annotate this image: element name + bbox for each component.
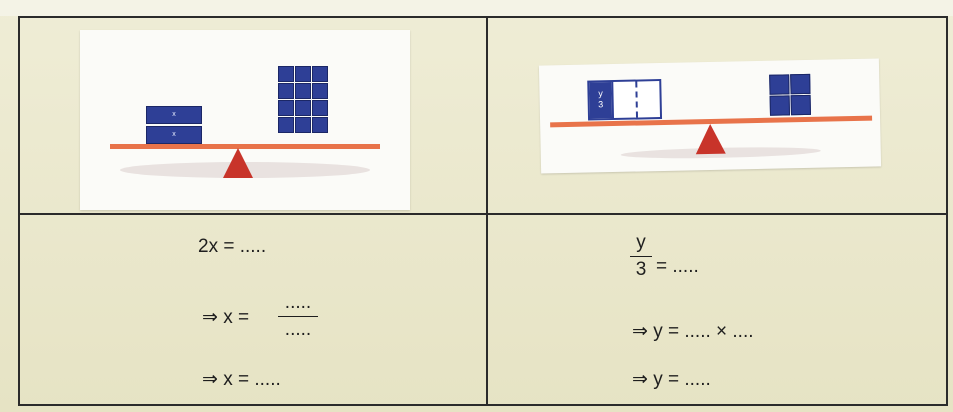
- block-divider: [611, 82, 614, 118]
- fraction-numerator: y: [636, 232, 646, 253]
- unit-square: [278, 117, 294, 133]
- right-equation-1-fraction: y 3: [630, 232, 652, 281]
- unit-square: [278, 83, 294, 99]
- unit-square: [790, 74, 810, 94]
- fraction-bar: [630, 256, 652, 257]
- unit-square: [295, 100, 311, 116]
- scale-fulcrum: [223, 148, 253, 178]
- balance-scale-right-illustration: y 3: [539, 58, 881, 173]
- unit-square: [278, 66, 294, 82]
- table-row-divider: [18, 213, 948, 215]
- unit-square: [312, 100, 328, 116]
- balance-scale-left-illustration: x x: [80, 30, 410, 210]
- fraction-bar: [278, 316, 318, 317]
- right-equation-3: ⇒ y = .....: [632, 368, 711, 391]
- left-equation-2-prefix: ⇒ x =: [202, 306, 249, 329]
- y-third-filled: y 3: [589, 82, 612, 118]
- table-column-divider: [486, 16, 488, 406]
- scale-fulcrum: [695, 124, 726, 155]
- unit-square: [295, 66, 311, 82]
- block-dashed-divider: [635, 82, 638, 118]
- x-block: x: [146, 106, 202, 124]
- unit-square: [312, 66, 328, 82]
- page-top-strip: [0, 0, 953, 16]
- right-equation-1-suffix: = .....: [656, 256, 699, 278]
- fraction-numerator: .....: [285, 292, 311, 313]
- x-block: x: [146, 126, 202, 144]
- y-over-3-block: y 3: [587, 79, 662, 121]
- unit-square: [769, 74, 789, 94]
- fraction-denominator: .....: [285, 319, 311, 340]
- left-equation-3: ⇒ x = .....: [202, 368, 281, 391]
- unit-square: [312, 117, 328, 133]
- left-equation-2-fraction: ..... .....: [278, 292, 318, 341]
- unit-square: [770, 95, 790, 115]
- left-equation-1: 2x = .....: [198, 236, 266, 258]
- unit-square: [791, 95, 811, 115]
- unit-square: [295, 83, 311, 99]
- unit-square: [295, 117, 311, 133]
- unit-square: [278, 100, 294, 116]
- right-equation-2: ⇒ y = ..... × ....: [632, 320, 754, 343]
- fraction-denominator: 3: [636, 259, 647, 280]
- unit-square: [312, 83, 328, 99]
